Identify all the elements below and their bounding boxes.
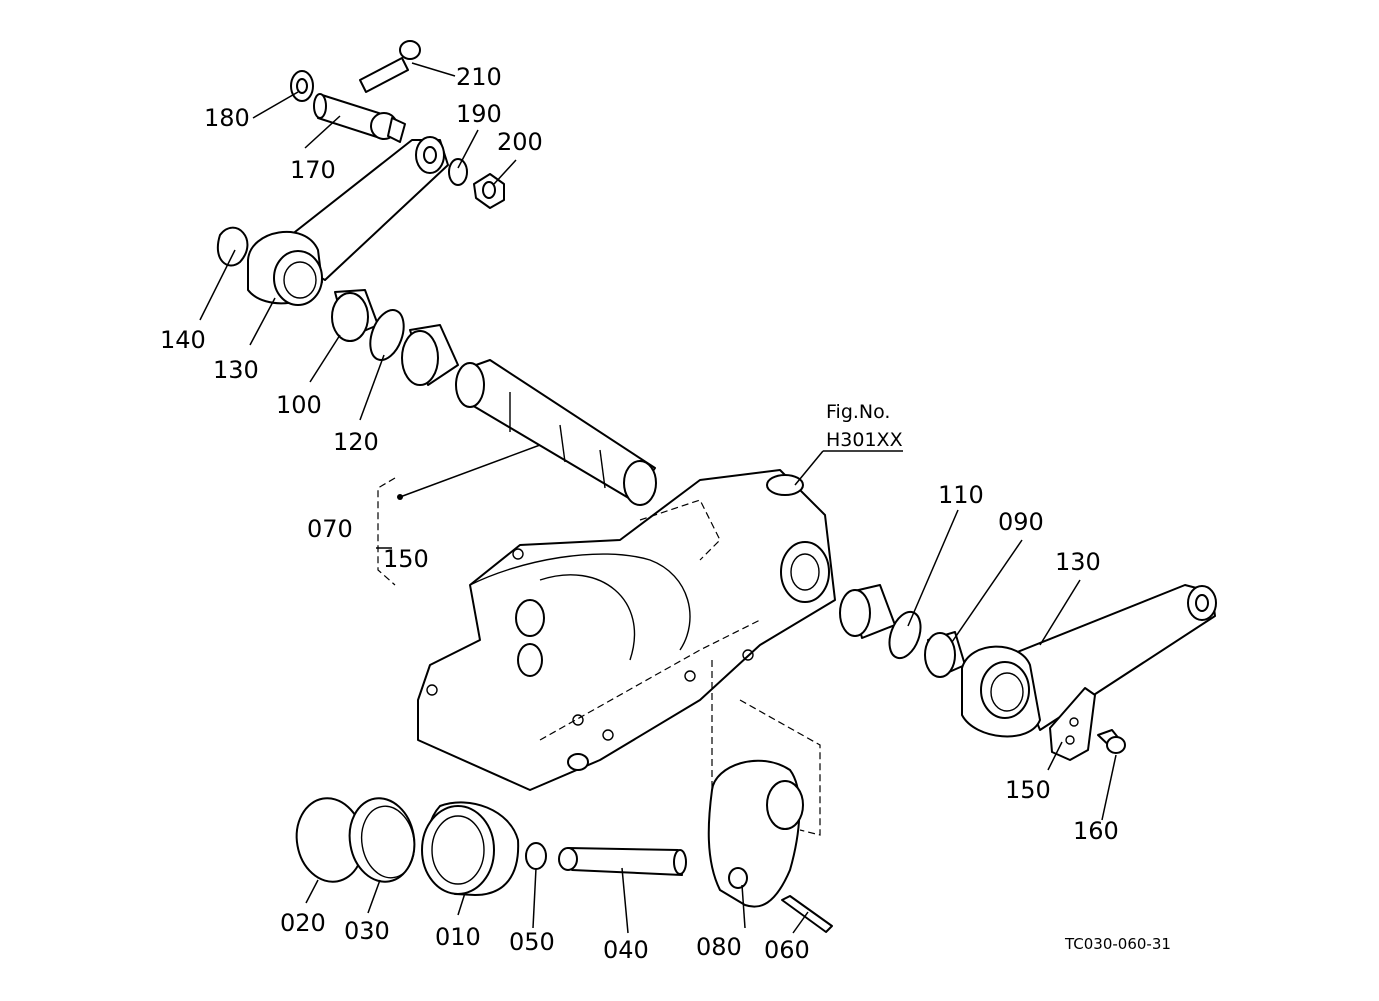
drawing-code: TC030-060-31	[1064, 935, 1171, 953]
hydraulic-housing	[417, 469, 836, 791]
rod-040	[558, 847, 687, 876]
callout-070: 070	[307, 515, 353, 543]
callout-150-group: 150	[383, 545, 429, 573]
callout-160: 160	[1073, 817, 1119, 845]
callout-040: 040	[603, 936, 649, 964]
ring-030	[348, 797, 416, 883]
leader-lines	[199, 62, 1117, 934]
bolt-210	[359, 40, 421, 93]
bolt-160	[1097, 729, 1126, 754]
piston-010	[421, 801, 520, 896]
nut-200	[473, 173, 505, 209]
callout-200: 200	[497, 128, 543, 156]
callout-100: 100	[276, 391, 322, 419]
bushing-090	[924, 631, 966, 678]
callout-130-right: 130	[1055, 548, 1101, 576]
callout-020: 020	[280, 909, 326, 937]
lift-arm-right-130	[961, 584, 1217, 738]
figure-ref-line1: Fig.No.	[826, 401, 890, 423]
o-ring-120	[369, 309, 405, 361]
callout-050: 050	[509, 928, 555, 956]
lock-washer-190	[448, 158, 468, 186]
callout-030: 030	[344, 917, 390, 945]
washer-180	[290, 70, 314, 102]
callout-150-plate: 150	[1005, 776, 1051, 804]
callout-170: 170	[290, 156, 336, 184]
callout-180: 180	[204, 104, 250, 132]
figure-ref-line2: H301XX	[826, 429, 903, 451]
callout-190: 190	[456, 100, 502, 128]
snap-ring-140	[217, 226, 249, 267]
lift-shaft-070	[455, 359, 657, 506]
bushing-right	[839, 584, 896, 639]
pin-170	[313, 93, 406, 143]
callout-090: 090	[998, 508, 1044, 536]
reference-dot	[397, 494, 403, 500]
lift-arm-left-130	[247, 136, 449, 306]
callout-120: 120	[333, 428, 379, 456]
callout-010: 010	[435, 923, 481, 951]
callout-080: 080	[696, 933, 742, 961]
callout-060: 060	[764, 936, 810, 964]
callout-110: 110	[938, 481, 984, 509]
callout-130-left: 130	[213, 356, 259, 384]
o-ring-050	[525, 842, 547, 870]
callout-140: 140	[160, 326, 206, 354]
bushing-inner	[401, 324, 459, 386]
lift-arm-crank-080	[707, 759, 804, 908]
callout-210: 210	[456, 63, 502, 91]
